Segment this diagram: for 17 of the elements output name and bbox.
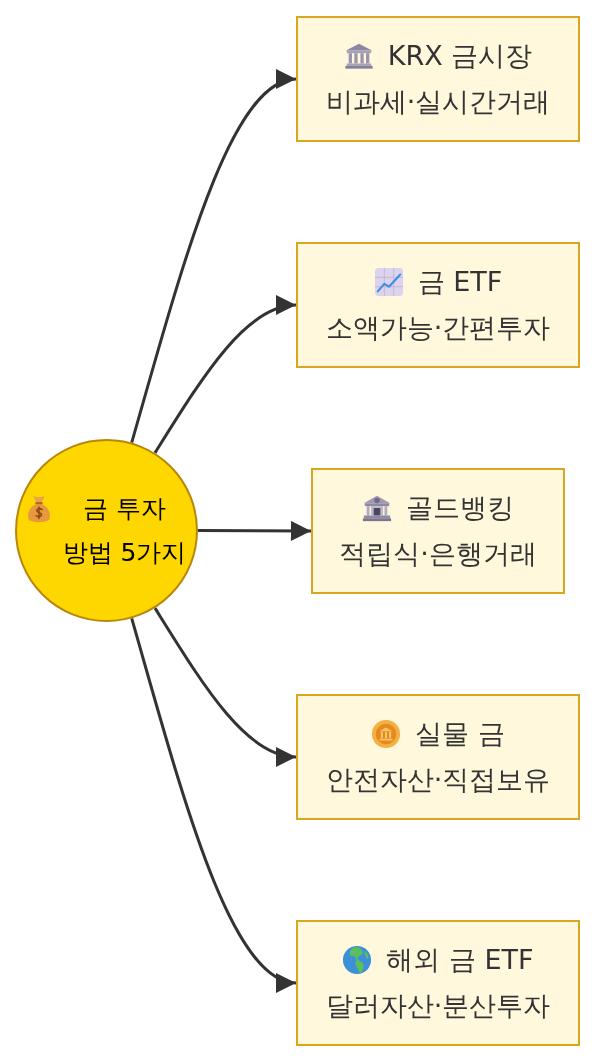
arrow	[198, 520, 311, 541]
method-title: 금 ETF	[417, 265, 503, 299]
method-box	[311, 468, 565, 594]
method-description: 비과세·실시간거래	[325, 85, 551, 119]
method-box	[296, 920, 580, 1046]
method-title: 실물 금	[415, 717, 505, 751]
method-title: KRX 금시장	[387, 39, 533, 73]
method-box	[296, 242, 580, 368]
topic-title: 금 투자 방법 5가지	[61, 492, 188, 569]
method-box	[296, 16, 580, 142]
method-box	[296, 694, 580, 820]
method-description: 달러자산·분산투자	[325, 989, 551, 1023]
method-description: 소액가능·간편투자	[325, 311, 551, 345]
method-title: 해외 금 ETF	[386, 943, 534, 977]
method-description: 안전자산·직접보유	[325, 763, 551, 797]
method-description: 적립식·은행거래	[339, 537, 537, 571]
method-title: 골드뱅킹	[406, 491, 514, 525]
